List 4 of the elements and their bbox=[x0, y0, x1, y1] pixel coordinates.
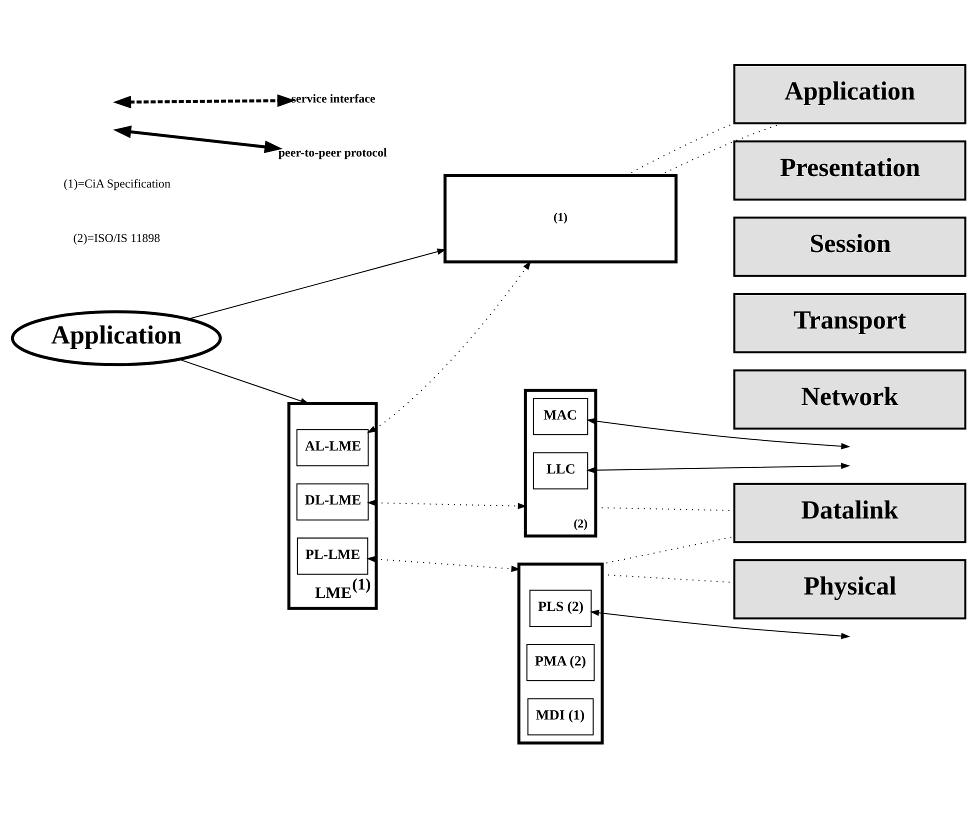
label: (1)=CiA Specification bbox=[64, 176, 170, 191]
label: (2)=ISO/IS 11898 bbox=[73, 230, 160, 245]
legend-label: service interface bbox=[291, 91, 376, 106]
legend-label: peer-to-peer protocol bbox=[278, 146, 387, 160]
